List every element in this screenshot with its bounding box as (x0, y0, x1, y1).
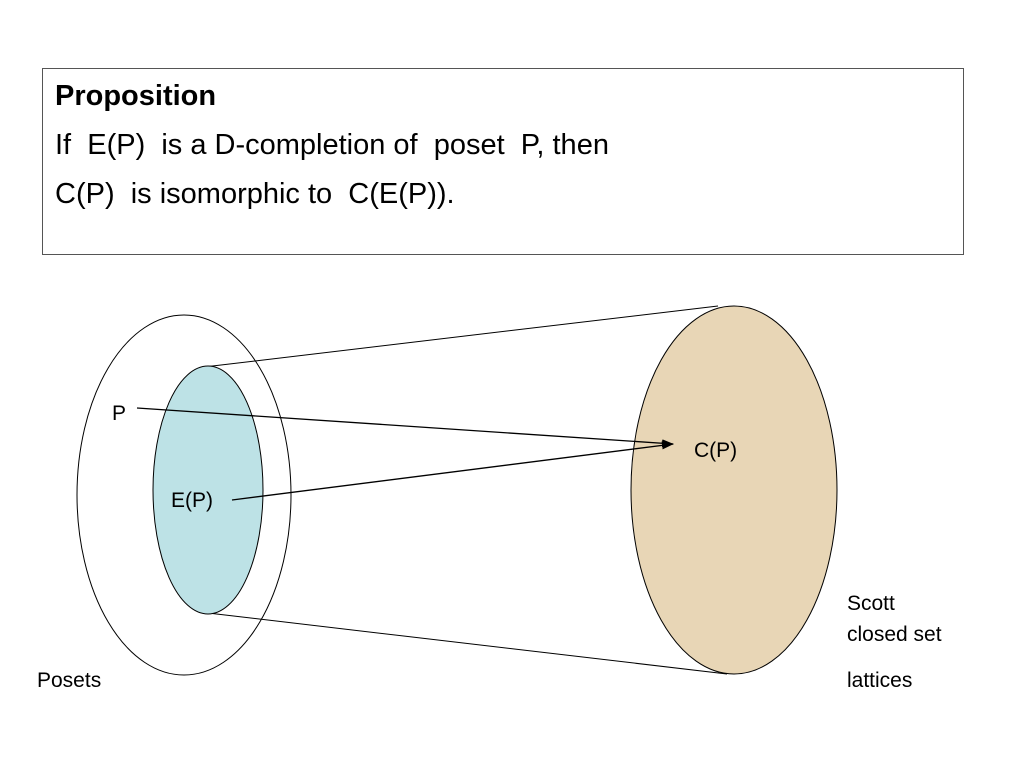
label-scott-line-2: closed set (847, 623, 942, 646)
cone-bottom-line (207, 612, 728, 675)
label-scott-line-1: Scott (847, 592, 895, 615)
label-ep: E(P) (171, 489, 213, 512)
proposition-box: Proposition If E(P) is a D-completion of… (42, 68, 964, 255)
proposition-heading: Proposition (55, 80, 217, 112)
label-posets: Posets (37, 669, 101, 692)
cone-top-line (203, 305, 719, 368)
arrow-p-to-cp (136, 407, 674, 448)
proposition-statement-line-2: C(P) is isomorphic to C(E(P)). (55, 178, 455, 210)
arrow-ep-to-cp (231, 441, 674, 501)
label-scott-line-3: lattices (847, 669, 912, 692)
label-p: P (112, 402, 126, 425)
scott-lattices-ellipse (630, 305, 838, 675)
label-cp: C(P) (694, 439, 737, 462)
proposition-statement-line-1: If E(P) is a D-completion of poset P, th… (55, 129, 609, 161)
ep-ellipse (152, 365, 264, 615)
